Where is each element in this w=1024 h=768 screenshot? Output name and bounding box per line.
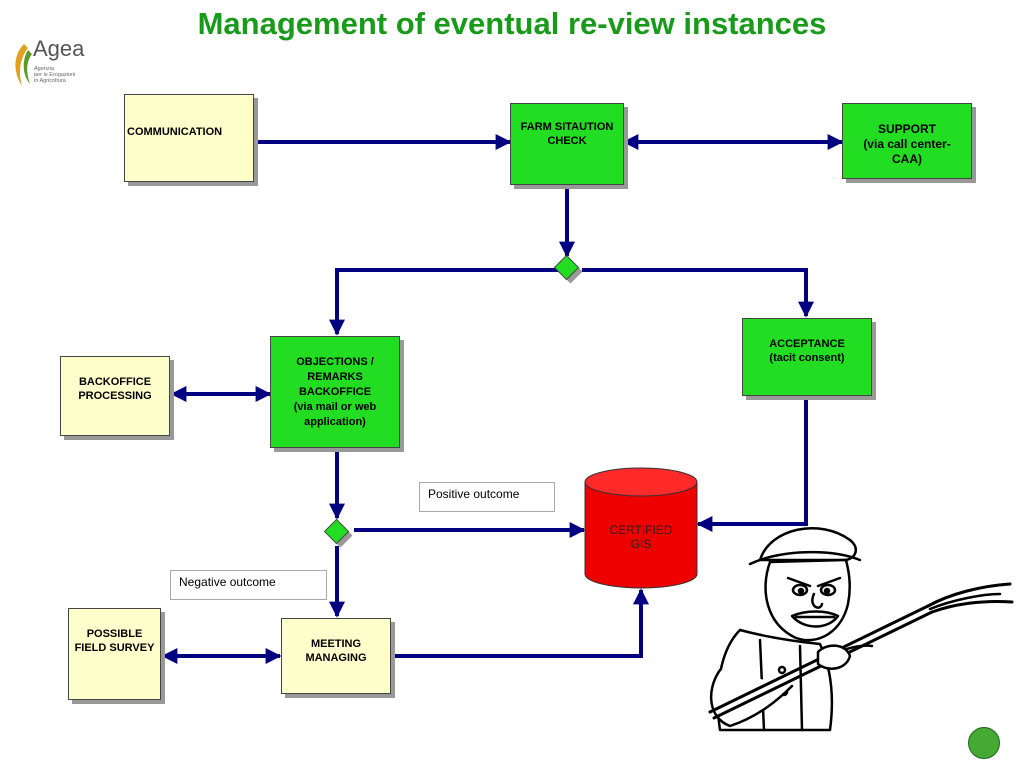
acceptance-box[interactable]: ACCEPTANCE (tacit consent) [742,318,872,396]
agea-logo: Agea Agenzia per le Erogazioni in Agrico… [10,36,100,94]
certified-gis-cylinder [584,467,698,589]
logo-name: Agea [33,36,85,61]
green-circle-marker [968,727,1000,759]
positive-outcome-note: Positive outcome [419,482,555,512]
certified-gis-label: CERTIFIED GIS [609,523,673,551]
meeting-managing-box[interactable]: MEETING MANAGING [281,618,391,694]
backoffice-processing-box[interactable]: BACKOFFICE PROCESSING [60,356,170,436]
farm-situation-check-box[interactable]: FARM SITAUTION CHECK [510,103,624,185]
decision-diamond-bottom [323,518,353,548]
decision-diamond-top [553,254,583,284]
negative-outcome-note: Negative outcome [170,570,327,600]
arrow-decision-to-objections [329,268,558,336]
possible-field-survey-box[interactable]: POSSIBLE FIELD SURVEY [68,608,161,700]
objections-backoffice-box[interactable]: OBJECTIONS / REMARKS BACKOFFICE (via mai… [270,336,400,448]
arrow-acceptance-to-gis [696,396,808,532]
wheat-leaf-icon [15,44,32,86]
support-box[interactable]: SUPPORT (via call center- CAA) [842,103,972,179]
slide-title: Management of eventual re-view instances [197,6,827,41]
communication-box[interactable]: COMMUNICATION [124,94,254,182]
arrow-decision-to-acceptance [582,268,814,318]
angry-farmer-with-pitchfork-illustration [708,527,1014,732]
logo-subtitle: Agenzia per le Erogazioni in Agricoltura [34,66,76,84]
arrow-meeting-to-gis [393,588,649,658]
